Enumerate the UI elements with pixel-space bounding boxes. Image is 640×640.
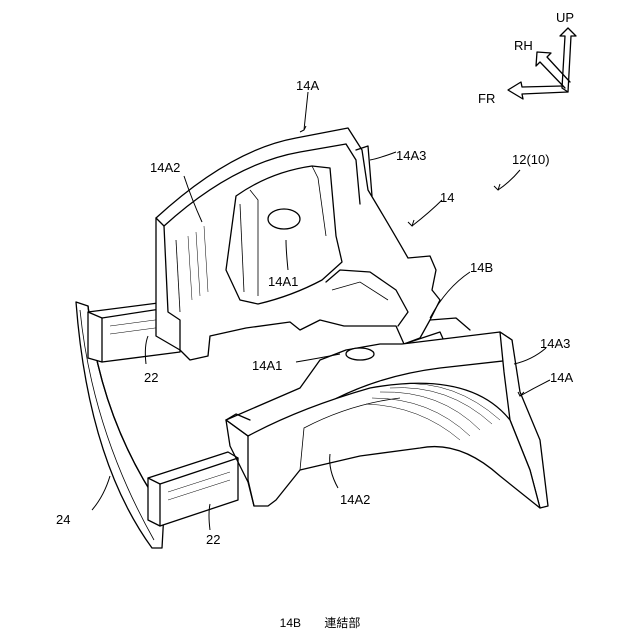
rod-22-lower xyxy=(148,452,238,526)
figure-caption: 14B 連結部 xyxy=(0,614,640,631)
caption-text: 連結部 xyxy=(324,616,360,630)
label-14: 14 xyxy=(440,190,454,205)
caption-ref: 14B xyxy=(280,616,301,630)
label-14A3-top: 14A3 xyxy=(396,148,426,163)
label-22-lower: 22 xyxy=(206,532,220,547)
label-14A1-top: 14A1 xyxy=(268,274,298,289)
orientation-indicator: UP RH FR xyxy=(478,10,576,106)
label-14A2-bottom: 14A2 xyxy=(340,492,370,507)
label-24: 24 xyxy=(56,512,70,527)
label-14A1-mid: 14A1 xyxy=(252,358,282,373)
rh-label: RH xyxy=(514,38,533,53)
label-14A-top: 14A xyxy=(296,78,319,93)
label-12-10: 12(10) xyxy=(512,152,550,167)
label-14A2-top: 14A2 xyxy=(150,160,180,175)
label-14A3-right: 14A3 xyxy=(540,336,570,351)
fr-label: FR xyxy=(478,91,495,106)
label-14B: 14B xyxy=(470,260,493,275)
up-label: UP xyxy=(556,10,574,25)
label-22-upper: 22 xyxy=(144,370,158,385)
label-14A-right: 14A xyxy=(550,370,573,385)
